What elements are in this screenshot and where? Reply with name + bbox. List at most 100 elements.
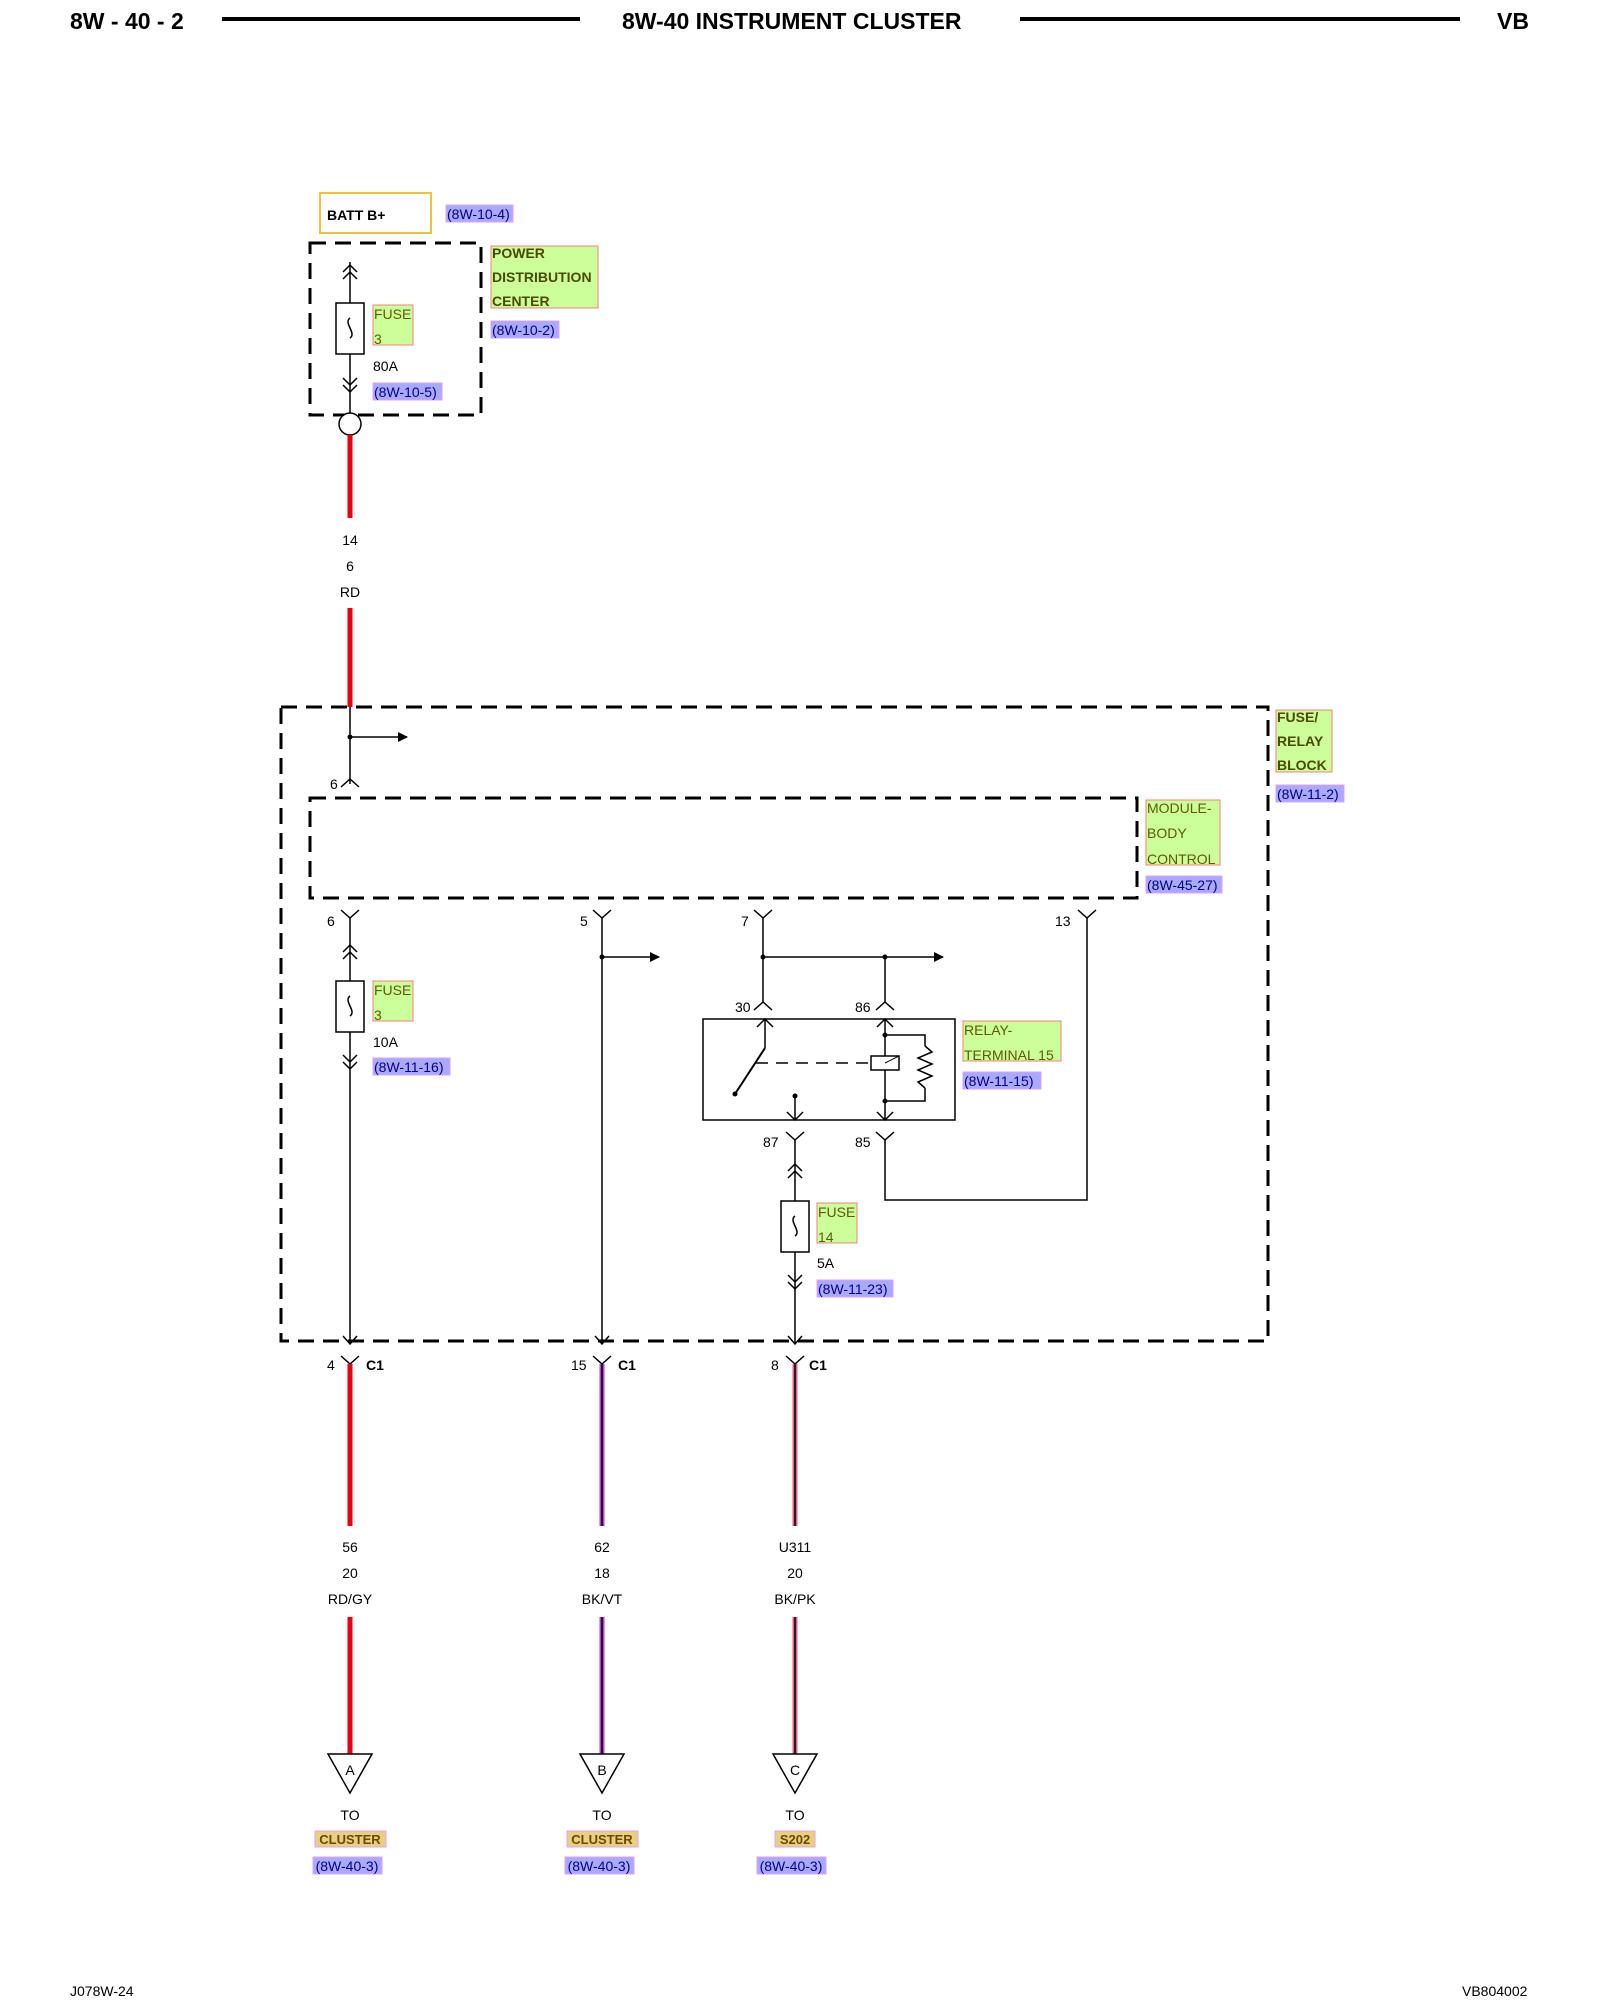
dest-letter-a: A — [345, 1762, 355, 1778]
frb-line2: RELAY — [1277, 733, 1324, 749]
wire-b-circuit: 62 — [594, 1539, 610, 1555]
pdc-fuse-bottom-connector — [342, 377, 358, 394]
c1-pin-b: 15 — [571, 1357, 587, 1373]
dest-to-c: TO — [785, 1807, 804, 1823]
batt-ref[interactable]: (8W-10-4) — [447, 206, 510, 222]
c1-pin-a: 4 — [327, 1357, 335, 1373]
frb-ref[interactable]: (8W-11-2) — [1277, 786, 1339, 802]
fuse14-l1: FUSE — [818, 1204, 855, 1220]
batt-box — [319, 192, 432, 234]
dest-name-c[interactable]: S202 — [780, 1832, 810, 1847]
pin6-connector — [340, 909, 360, 920]
dest-triangle-b[interactable] — [578, 1753, 626, 1795]
relay-ref-bg — [962, 1071, 1042, 1090]
bcm-ref[interactable]: (8W-45-27) — [1147, 877, 1218, 893]
wire-a-gauge: 20 — [342, 1565, 358, 1581]
dest-ref-b[interactable]: (8W-40-3) — [568, 1858, 631, 1874]
pdc-line2: DISTRIBUTION — [492, 269, 592, 285]
batt-ref-bg — [445, 204, 514, 223]
pdc-fuse-top-connector — [342, 263, 358, 280]
wire-a-color: RD/GY — [328, 1591, 373, 1607]
dest-to-a: TO — [340, 1807, 359, 1823]
dest-letter-c: C — [790, 1762, 800, 1778]
wire-c-color: BK/PK — [774, 1591, 816, 1607]
fuse14-label-bg — [816, 1202, 858, 1244]
c1-pin-c: 8 — [771, 1357, 779, 1373]
frb-box — [279, 705, 1270, 1343]
pdc-fuse-l2: 3 — [374, 331, 382, 347]
fuse14-l2: 14 — [818, 1229, 834, 1245]
frb-line1: FUSE/ — [1277, 709, 1318, 725]
pin-6: 6 — [327, 913, 335, 929]
dest-name-a[interactable]: CLUSTER — [319, 1832, 381, 1847]
footer-code-left: J078W-24 — [70, 1983, 134, 1999]
bcm-label-bg — [1145, 799, 1221, 866]
header-rule-left — [222, 17, 580, 21]
pdc-box — [308, 241, 483, 417]
frb-line3: BLOCK — [1277, 757, 1327, 773]
footer-code-right: VB804002 — [1462, 1983, 1528, 1999]
batt-label: BATT B+ — [327, 207, 385, 223]
fuse14-amps: 5A — [817, 1255, 835, 1271]
relay-line2: TERMINAL 15 — [964, 1047, 1054, 1063]
pdc-terminal — [338, 412, 362, 436]
frb-fuse-ref[interactable]: (8W-11-16) — [374, 1059, 444, 1075]
feed-gauge: 6 — [346, 558, 354, 574]
wire-b-color: BK/VT — [582, 1591, 623, 1607]
relay-coil-circuit — [884, 918, 1088, 1201]
pin-87: 87 — [763, 1134, 779, 1150]
pin-5: 5 — [580, 913, 588, 929]
c1-name-a: C1 — [366, 1357, 384, 1373]
pin-7: 7 — [741, 913, 749, 929]
pdc-fuse-l1: FUSE — [374, 306, 411, 322]
relay-label-bg — [962, 1020, 1062, 1062]
pdc-ref-bg — [490, 320, 560, 339]
relay-ref[interactable]: (8W-11-15) — [964, 1073, 1034, 1089]
fuse14-ref-bg — [816, 1279, 894, 1298]
feed-circuit: 14 — [342, 532, 358, 548]
pin-30: 30 — [735, 999, 751, 1015]
pin-86: 86 — [855, 999, 871, 1015]
bcm-box — [308, 796, 1139, 900]
dest-name-b[interactable]: CLUSTER — [571, 1832, 633, 1847]
wire-b-gauge: 18 — [594, 1565, 610, 1581]
relay-switch-contact — [734, 1047, 766, 1095]
frb-fuse-ref-bg — [372, 1057, 451, 1076]
fuse14-ref[interactable]: (8W-11-23) — [818, 1281, 888, 1297]
frb-fuse-amps: 10A — [373, 1034, 399, 1050]
dest-letter-b: B — [597, 1762, 606, 1778]
bcm-line2: BODY — [1147, 825, 1187, 841]
c1-connector-c — [785, 1355, 805, 1366]
frb-label-bg — [1275, 709, 1333, 773]
pdc-fuse-label-bg — [372, 304, 414, 346]
pin-85: 85 — [855, 1134, 871, 1150]
pdc-fuse-amps: 80A — [373, 358, 399, 374]
pdc-fuse-ref[interactable]: (8W-10-5) — [374, 384, 437, 400]
wire-c-gauge: 20 — [787, 1565, 803, 1581]
frb-input-connector — [340, 777, 360, 788]
pdc-line1: POWER — [492, 245, 545, 261]
relay-resistor — [916, 1045, 934, 1089]
bcm-ref-bg — [1145, 875, 1223, 894]
pin-in6: 6 — [330, 776, 338, 792]
frb-fuse-l1: FUSE — [374, 982, 411, 998]
dest-triangle-c[interactable] — [771, 1753, 819, 1795]
model-code: VB — [1497, 8, 1529, 34]
c1-name-c: C1 — [809, 1357, 827, 1373]
page-title: 8W-40 INSTRUMENT CLUSTER — [622, 8, 962, 34]
header-rule-right — [1020, 17, 1460, 21]
relay-box — [702, 1018, 956, 1121]
c1-connector-a — [340, 1355, 360, 1366]
dest-ref-c[interactable]: (8W-40-3) — [760, 1858, 823, 1874]
pdc-fuse-ref-bg — [372, 382, 443, 401]
pdc-ref[interactable]: (8W-10-2) — [492, 322, 555, 338]
dest-triangle-a[interactable] — [326, 1753, 374, 1795]
frb-ref-bg — [1275, 784, 1345, 803]
pin-13: 13 — [1055, 913, 1071, 929]
dest-ref-a[interactable]: (8W-40-3) — [316, 1858, 379, 1874]
feed-color: RD — [340, 584, 360, 600]
frb-fuse-l2: 3 — [374, 1007, 382, 1023]
wire-a-circuit: 56 — [342, 1539, 358, 1555]
pin7-connector — [753, 909, 773, 920]
